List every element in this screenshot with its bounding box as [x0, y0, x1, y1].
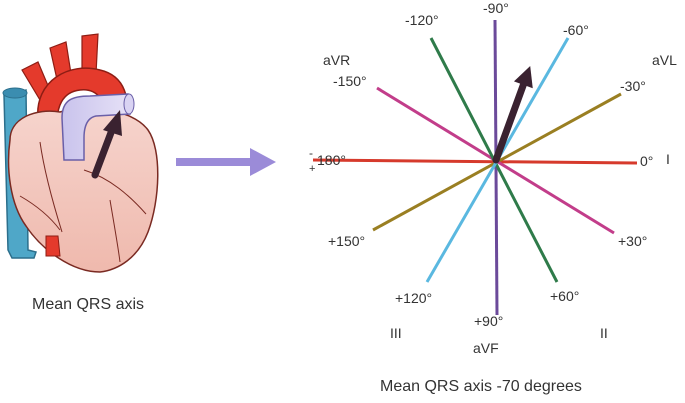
polarity-minus: -: [309, 146, 313, 160]
angle-label-neg150: -150°: [333, 73, 367, 89]
mean-axis-head: [513, 66, 533, 89]
hexaxial-reference: [312, 19, 638, 316]
angle-label-neg120: -120°: [405, 12, 439, 28]
angle-label-neg30: -30°: [620, 78, 646, 94]
angle-label-0: 0°: [640, 153, 654, 169]
flow-arrow: [176, 148, 276, 176]
heart-axis-arrow: [91, 110, 122, 179]
heart-arrow-shaft: [91, 126, 116, 179]
angle-label-pos30: +30°: [618, 233, 648, 249]
angle-label-pos60: +60°: [550, 288, 580, 304]
mean-axis-arrow: [492, 66, 533, 164]
angle-label-neg90: -90°: [483, 0, 509, 16]
polarity-plus: +: [309, 163, 316, 175]
heart-arrow-head: [103, 110, 122, 136]
lead-label-III: III: [390, 325, 402, 341]
angle-label-180: 180°: [317, 152, 346, 168]
lead-label-aVR: aVR: [323, 52, 351, 68]
flow-arrow-shaft: [176, 158, 251, 166]
angle-label-pos90: +90°: [474, 313, 504, 329]
angle-label-pos150: +150°: [328, 233, 366, 249]
angle-label-neg60: -60°: [563, 22, 589, 38]
diagram-caption: Mean QRS axis -70 degrees: [380, 378, 582, 395]
lead-label-I: I: [666, 151, 670, 167]
heart-icon: [2, 33, 159, 273]
lead-label-II: II: [600, 325, 608, 341]
mean-axis-shaft: [492, 81, 527, 164]
flow-arrow-head: [250, 148, 276, 176]
lead-label-aVF: aVF: [473, 340, 499, 356]
lead-I-line: [312, 158, 638, 165]
angle-label-pos120: +120°: [395, 290, 433, 306]
heart-caption: Mean QRS axis: [32, 296, 145, 313]
lead-label-aVL: aVL: [652, 52, 677, 68]
lead-aVF-line: [493, 19, 499, 316]
